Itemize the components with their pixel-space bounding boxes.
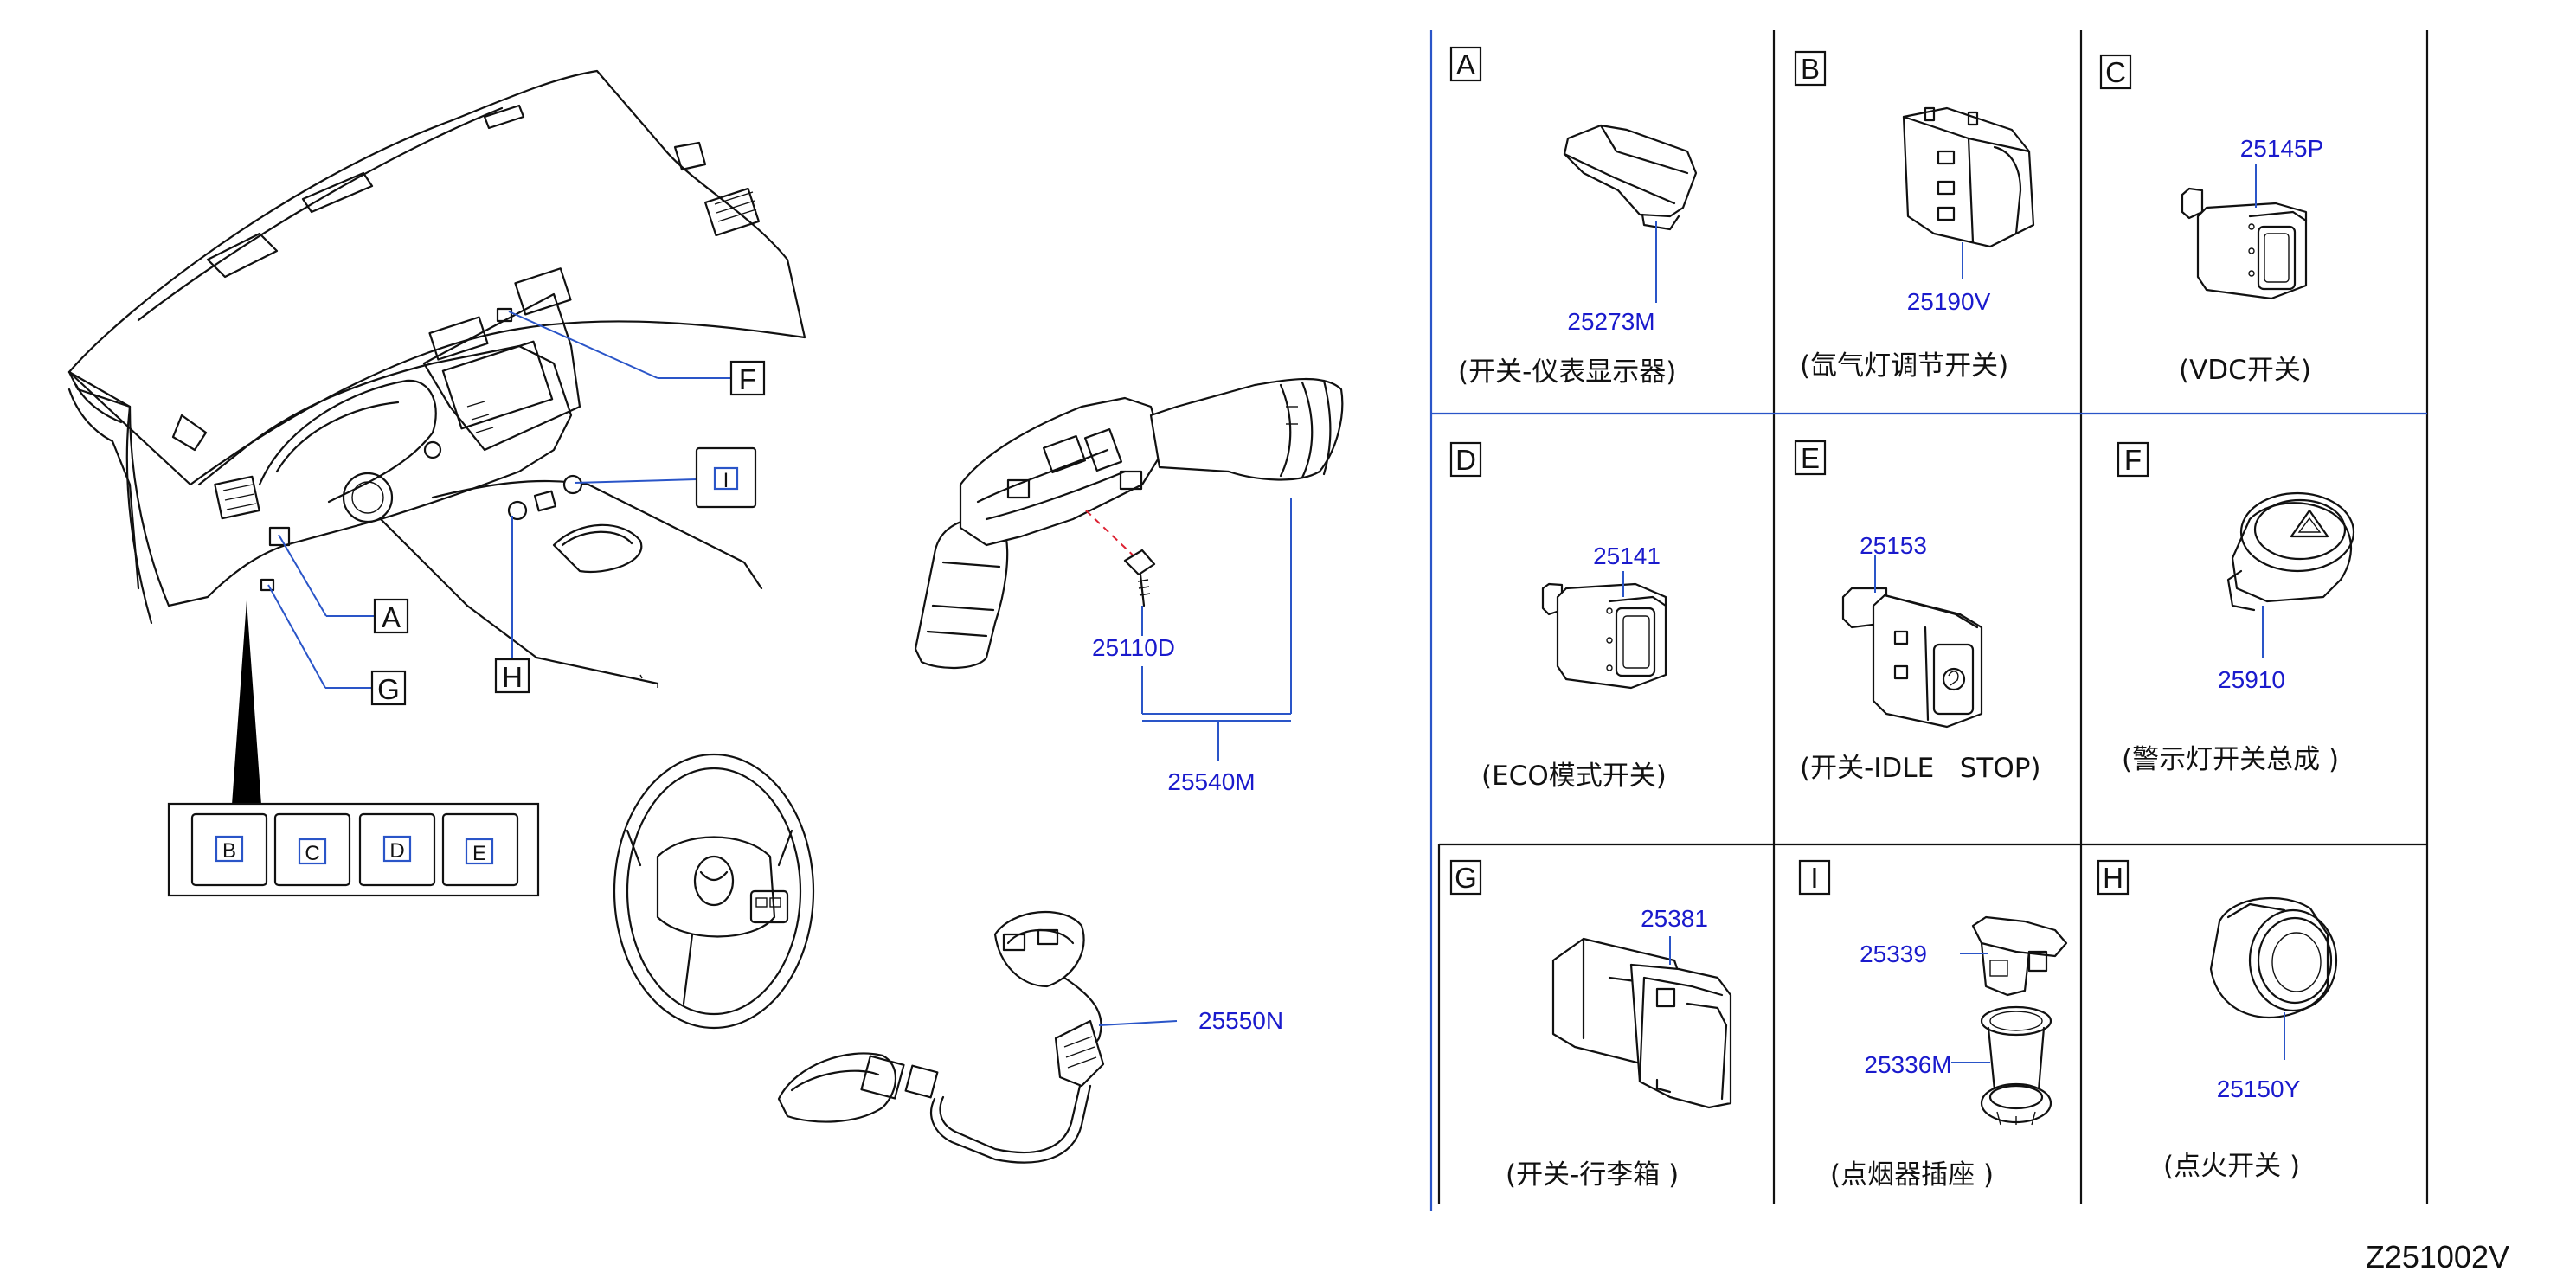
part-25190V: 25190V: [1907, 288, 1991, 315]
svg-text:G: G: [1455, 862, 1477, 894]
part-25150Y: 25150Y: [2217, 1075, 2301, 1102]
callout-A: A: [382, 601, 401, 633]
part-25273M: 25273M: [1567, 308, 1654, 335]
parts-grid: [1429, 30, 2429, 1211]
svg-text:C: C: [2105, 56, 2126, 88]
panel-I: I 25339 25336M (点烟器插座 ): [1798, 859, 2068, 1191]
callout-G: G: [377, 673, 400, 705]
panel-A: A 25273M (开关-仪表显示器): [1449, 46, 1698, 388]
svg-text:I: I: [1810, 862, 1818, 894]
caption-G: (开关-行李箱 ): [1506, 1159, 1679, 1191]
svg-text:H: H: [2103, 862, 2123, 894]
part-25550N: 25550N: [1198, 1007, 1283, 1034]
switch-bank-C: C: [305, 842, 319, 865]
callout-I: I: [723, 469, 729, 492]
panel-B: B 25190V (氙气灯调节开关): [1794, 50, 2035, 382]
part-25153: 25153: [1860, 532, 1927, 559]
switch-bank-B: B: [222, 839, 236, 863]
svg-text:A: A: [1456, 48, 1475, 80]
panel-E: E 25153 (开关-IDLE STOP): [1794, 440, 2041, 784]
spiral-cable-illustration: 25550N: [777, 910, 1283, 1164]
dashboard-illustration: [67, 69, 806, 688]
combination-switch-illustration: 25110D 25540M: [914, 377, 1344, 795]
part-25540M: 25540M: [1167, 768, 1255, 795]
panel-C: C 25145P (VDC开关): [2099, 54, 2324, 386]
svg-text:D: D: [1455, 444, 1476, 476]
steering-wheel-illustration: [613, 753, 815, 1030]
part-25141: 25141: [1593, 542, 1661, 569]
caption-I: (点烟器插座 ): [1830, 1159, 1994, 1191]
panel-F: F 25910 (警示灯开关总成 ): [2117, 441, 2355, 775]
part-25339: 25339: [1860, 941, 1927, 967]
dashboard-callouts: F I H A G B C D E: [167, 311, 766, 897]
caption-E: (开关-IDLE STOP): [1800, 753, 2041, 784]
panel-G: G 25381 (开关-行李箱 ): [1449, 859, 1732, 1191]
callout-H: H: [502, 661, 523, 693]
caption-A: (开关-仪表显示器): [1458, 356, 1676, 388]
svg-text:E: E: [1801, 442, 1820, 474]
part-25336M: 25336M: [1864, 1051, 1951, 1078]
caption-B: (氙气灯调节开关): [1800, 350, 2008, 382]
part-25145P: 25145P: [2240, 135, 2324, 162]
switch-bank-D: D: [389, 839, 404, 863]
svg-text:F: F: [2124, 444, 2142, 476]
caption-F: (警示灯开关总成 ): [2122, 744, 2339, 775]
part-25910: 25910: [2218, 666, 2285, 693]
caption-D: (ECO模式开关): [1481, 761, 1667, 792]
panel-H: H 25150Y (点火开关 ): [2097, 859, 2338, 1182]
callout-F: F: [739, 363, 756, 395]
svg-text:B: B: [1801, 53, 1820, 85]
switch-bank-E: E: [472, 842, 486, 865]
panel-D: D 25141 (ECO模式开关): [1449, 441, 1667, 792]
part-25381: 25381: [1641, 905, 1708, 932]
caption-C: (VDC开关): [2179, 355, 2311, 386]
part-25110D: 25110D: [1092, 634, 1175, 661]
drawing-id: Z251002V: [2366, 1239, 2509, 1274]
caption-H: (点火开关 ): [2163, 1151, 2300, 1182]
